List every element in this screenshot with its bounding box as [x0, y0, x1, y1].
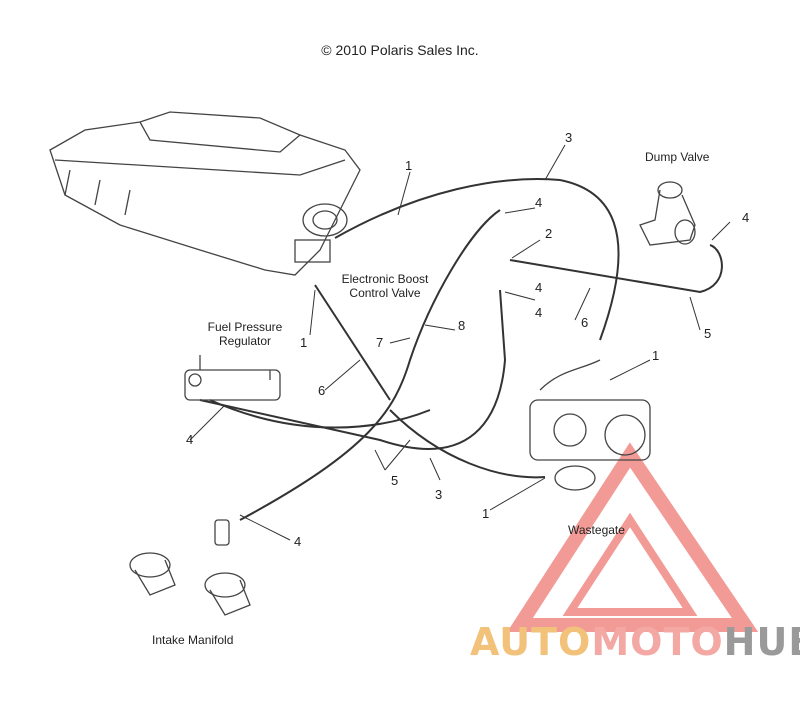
logo-part-hub: HUB: [723, 620, 800, 664]
label-fuel-regulator-line2: Regulator: [218, 334, 272, 348]
callout-4: 4: [186, 432, 194, 447]
logo-part-moto: MOTO: [591, 620, 724, 664]
callout-4: 4: [535, 305, 543, 320]
callout-3: 3: [435, 487, 443, 502]
intake-manifold-part: [129, 519, 251, 616]
callout-8: 8: [458, 318, 466, 333]
callout-6: 6: [318, 383, 326, 398]
logo-part-auto: AUTO: [470, 620, 592, 664]
callout-4: 4: [294, 534, 302, 549]
label-boost-valve-line1: Electronic Boost: [341, 272, 429, 286]
callout-4: 4: [535, 195, 543, 210]
hose-lines: [199, 178, 723, 521]
leader-lines: [189, 144, 731, 541]
turbo-part: [529, 359, 651, 491]
watermark-logo-text: AUTOMOTOHUB: [470, 620, 800, 664]
dump-valve-part: [639, 181, 696, 246]
callout-1: 1: [300, 335, 308, 350]
label-wastegate: Wastegate: [568, 523, 625, 537]
callout-5: 5: [704, 326, 712, 341]
label-intake-manifold: Intake Manifold: [152, 633, 234, 647]
label-fuel-regulator: Fuel Pressure Regulator: [195, 320, 295, 348]
callout-7: 7: [376, 335, 384, 350]
label-boost-valve: Electronic Boost Control Valve: [330, 272, 440, 300]
watermark-logo-icon: [507, 442, 759, 632]
callout-1: 1: [652, 348, 660, 363]
callout-2: 2: [545, 226, 553, 241]
label-fuel-regulator-line1: Fuel Pressure: [207, 320, 283, 334]
airbox-part: [49, 111, 361, 276]
label-boost-valve-line2: Control Valve: [349, 286, 421, 300]
fuel-rail-part: [184, 355, 281, 401]
copyright-text: © 2010 Polaris Sales Inc.: [321, 42, 479, 58]
label-dump-valve: Dump Valve: [645, 150, 710, 164]
callout-1: 1: [482, 506, 490, 521]
callout-3: 3: [565, 130, 573, 145]
callout-5: 5: [391, 473, 399, 488]
callout-1: 1: [405, 158, 413, 173]
callout-4: 4: [535, 280, 543, 295]
callout-4: 4: [742, 210, 750, 225]
callout-6: 6: [581, 315, 589, 330]
